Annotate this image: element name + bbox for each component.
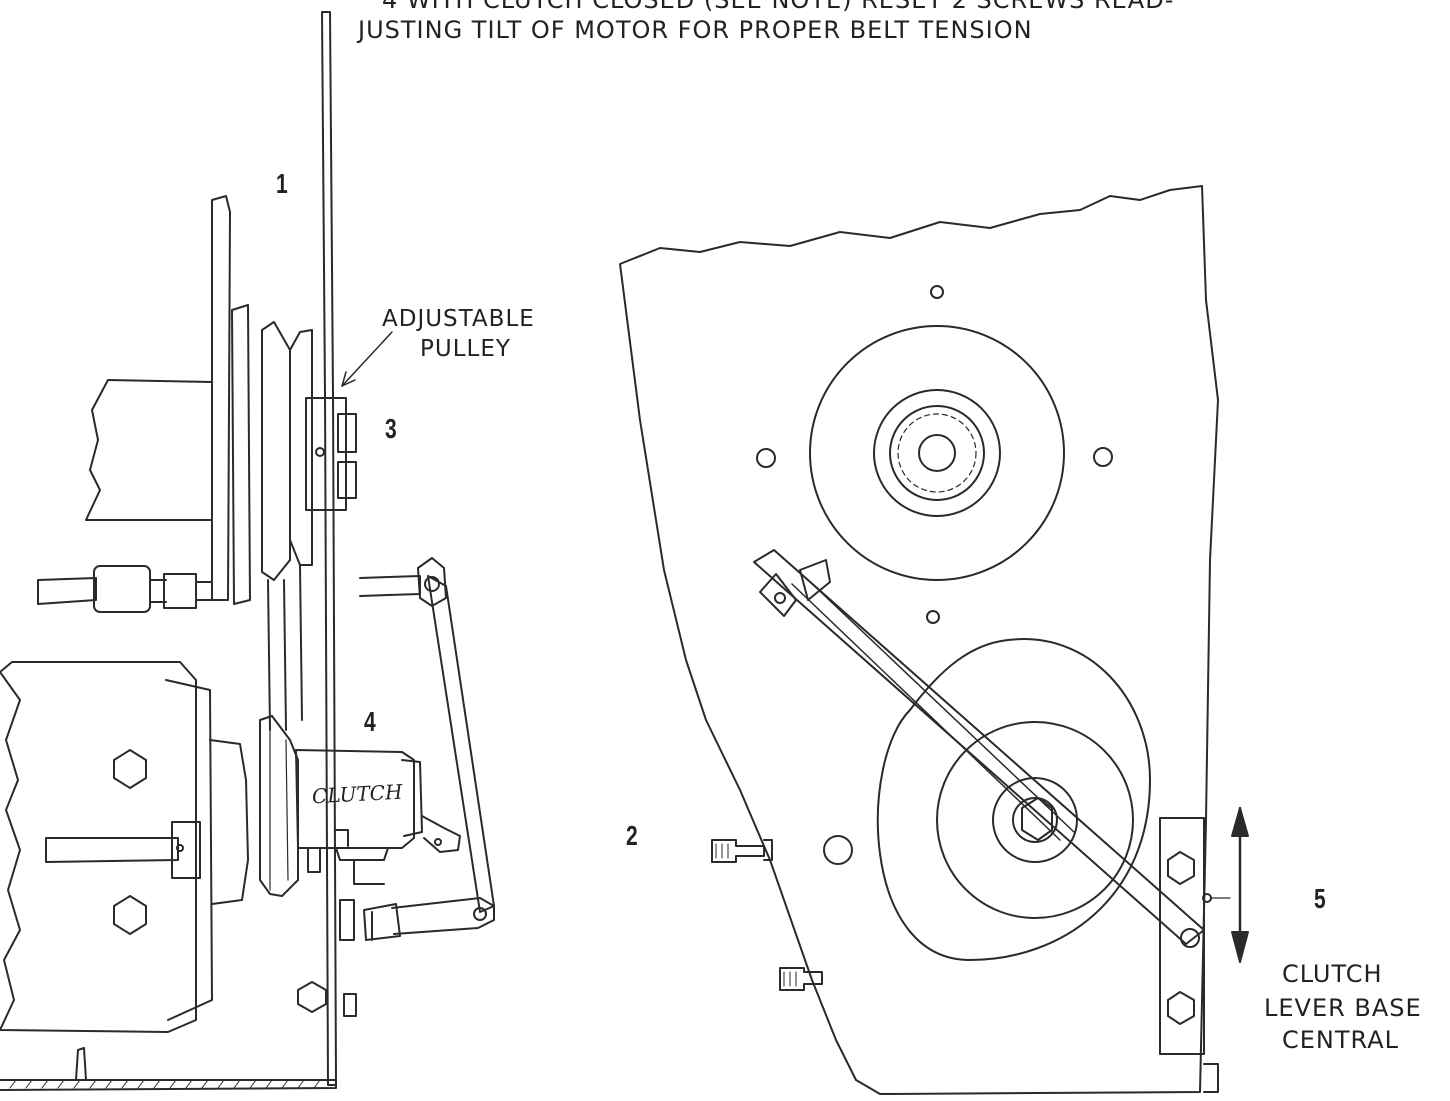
mounting-plate (322, 12, 336, 1085)
hex-bolt-lower (114, 896, 146, 934)
motor-pilot-mid (890, 406, 984, 500)
upper-housing (86, 380, 212, 520)
callout-4: 4 (364, 706, 376, 737)
lower-pulley-outer (937, 722, 1133, 918)
instruction-heading-line-2: JUSTING TILT OF MOTOR FOR PROPER BELT TE… (358, 16, 1033, 44)
lever-base-hex-top (1168, 852, 1194, 884)
lever-base-pivot (1181, 929, 1199, 947)
linkage-clevis (364, 904, 400, 940)
adjustable-pulley-leader (342, 332, 392, 386)
clutch-body (296, 750, 414, 848)
corner-post (76, 1048, 86, 1080)
adjustable-pulley-collar (338, 414, 356, 452)
clutch-end (402, 760, 422, 836)
hex-bolt-upper (114, 750, 146, 788)
shaft-coupling-2 (164, 574, 196, 608)
clutch-handwritten-label: CLUTCH (311, 779, 404, 809)
mounting-hole-right (1094, 448, 1112, 466)
adjust-arrow-down (1232, 932, 1248, 962)
mounting-hole-lower-left (824, 836, 852, 864)
adjust-arrow-up (1232, 808, 1248, 836)
adjustable-pulley-arrowhead (342, 372, 355, 386)
motor-mount-plate (620, 186, 1218, 1094)
mounting-hole-top (931, 286, 943, 298)
lower-housing (0, 662, 196, 1032)
lower-linkage (392, 898, 494, 934)
motor-pilot-dashed (898, 414, 976, 492)
lower-pulley-plate (878, 639, 1150, 960)
clutch-lever-arm (428, 576, 494, 912)
motor-pilot-outer (874, 390, 1000, 516)
clutch-fork (422, 816, 460, 852)
adjusting-screw-lower (780, 968, 822, 990)
base-floor-hatch (10, 1080, 320, 1088)
clutch-lever-rod (754, 550, 1204, 944)
motor-bell (210, 740, 248, 904)
motor-face (166, 680, 212, 1020)
right-front-view (620, 186, 1248, 1094)
clutch-lever-rod-inner (792, 578, 1074, 840)
adjusting-screw-upper (712, 840, 772, 862)
set-screw (316, 448, 324, 456)
mounting-hole-bottom (927, 611, 939, 623)
callout-3: 3 (385, 413, 397, 444)
shaft-coupling-3 (150, 580, 212, 602)
callout-2: 2 (626, 820, 638, 851)
motor-flange (810, 326, 1064, 580)
adjustable-pulley-collar-lower (338, 462, 356, 498)
lower-pulley-bore (1013, 798, 1057, 842)
left-shaft (38, 578, 96, 604)
lever-base-foot (1204, 1064, 1218, 1092)
clutch-lever-tip (760, 560, 830, 616)
flywheel-disc (232, 305, 250, 604)
upper-pulley (262, 322, 312, 580)
lever-base-hex-bottom (1168, 992, 1194, 1024)
adjustable-pulley-hub (306, 398, 346, 510)
clutch-pulley (260, 716, 298, 896)
drive-belt (268, 565, 302, 730)
lower-pulley-hub (993, 778, 1077, 862)
shaft-coupling-1 (94, 566, 150, 612)
lever-handle-top (360, 576, 420, 596)
motor-shaft (46, 838, 178, 862)
base-floor (0, 1080, 336, 1090)
clutch-bracket (336, 848, 388, 884)
clutch-lever-label-1: CLUTCH (1282, 960, 1383, 988)
plate-bolts (298, 848, 356, 1016)
callout-5: 5 (1314, 883, 1326, 914)
adjustable-pulley-label-2: PULLEY (420, 336, 511, 362)
callout-1: 1 (276, 168, 288, 199)
mounting-hole-left (757, 449, 775, 467)
shaft-key (172, 822, 200, 878)
motor-shaft-bore (919, 435, 955, 471)
clutch-lever-label-3: CENTRAL (1282, 1026, 1400, 1054)
clutch-lever-label-2: LEVER BASE (1264, 994, 1422, 1022)
adjustable-pulley-label-1: ADJUSTABLE (382, 306, 535, 332)
instruction-heading-line-1: 4 WITH CLUTCH CLOSED (SEE NOTE) RESET 2 … (382, 0, 1175, 14)
left-side-view (0, 12, 494, 1090)
clutch-lever-base (1160, 818, 1204, 1054)
upper-plate (212, 196, 230, 600)
